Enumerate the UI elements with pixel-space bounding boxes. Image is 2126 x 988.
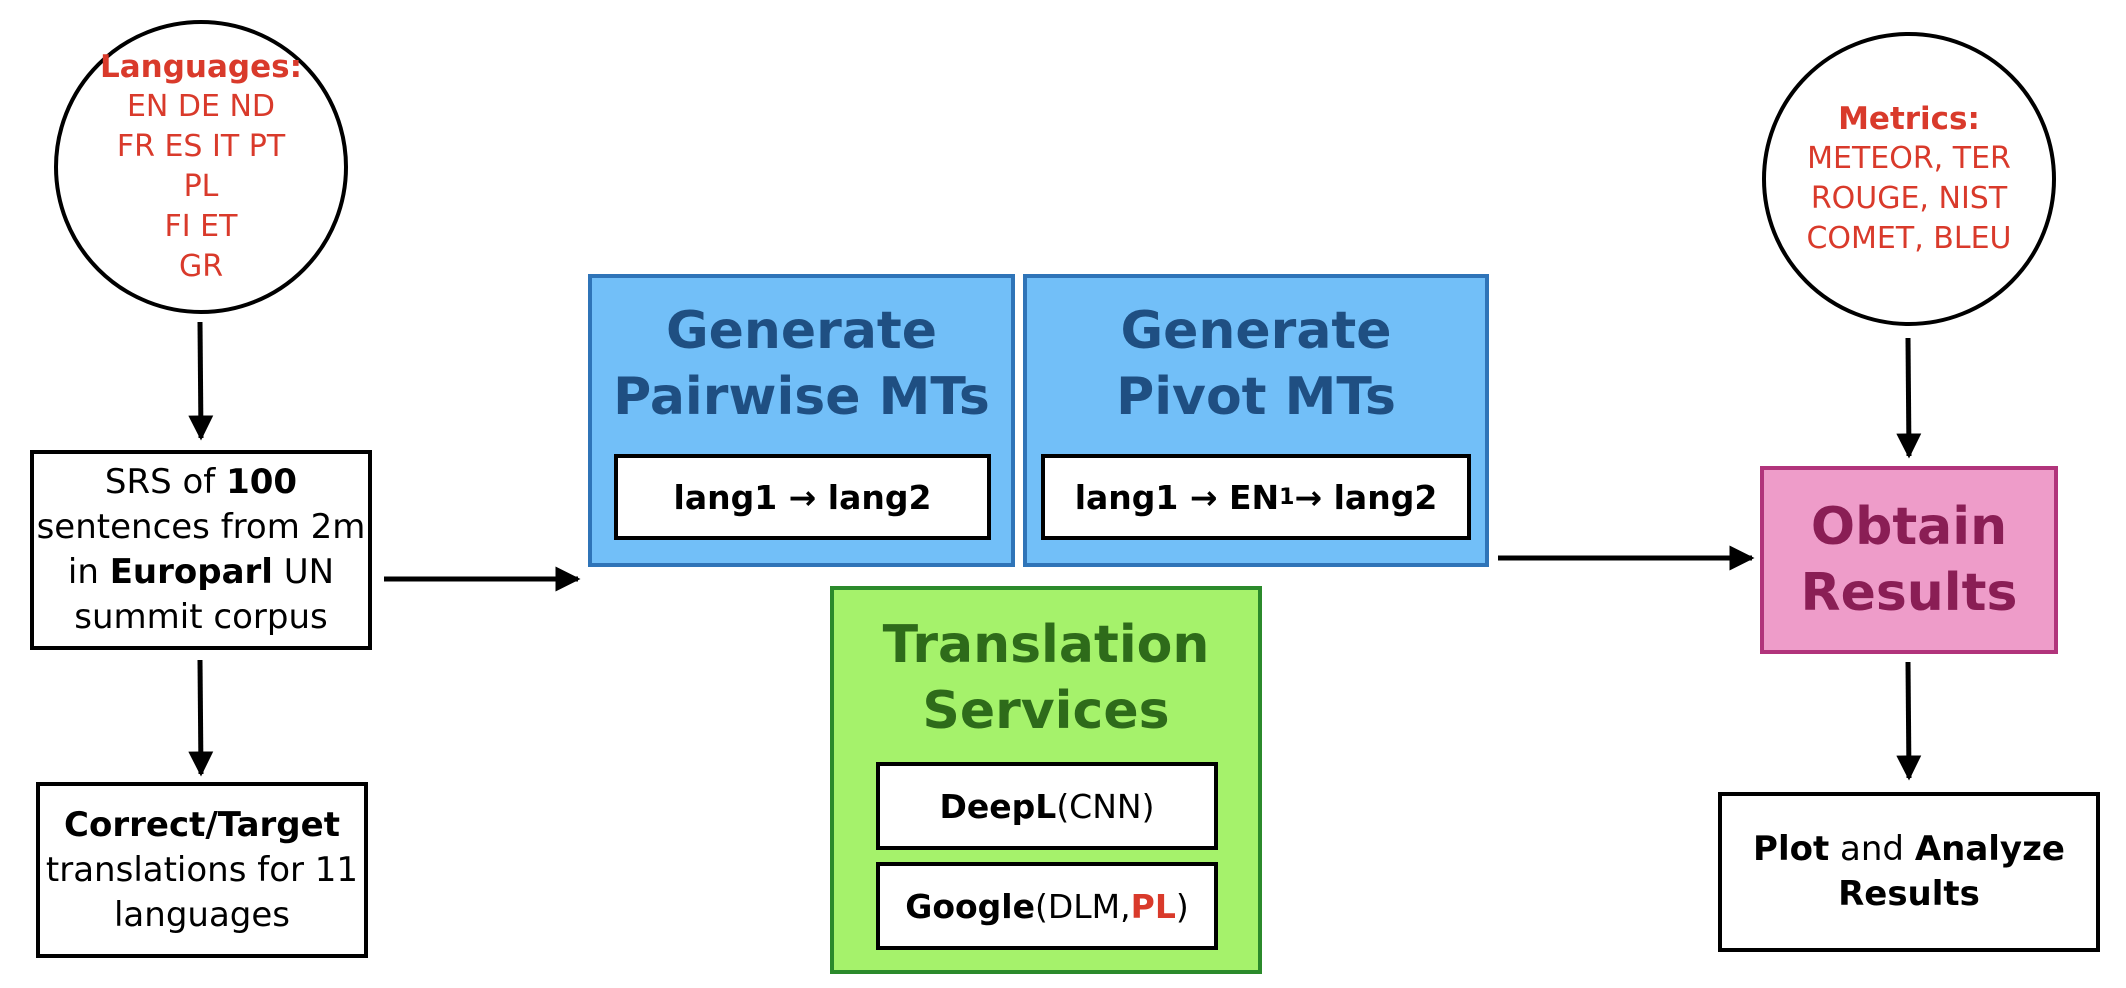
languages-line: GR — [178, 249, 224, 284]
arrow-metrics-to-results — [1896, 337, 1922, 459]
languages-heading: Languages: — [100, 49, 302, 85]
languages-line: FR ES IT PT — [116, 129, 286, 164]
arrow-languages-to-srs — [188, 321, 214, 441]
results-line1: Obtain — [1810, 497, 2008, 557]
pairwise-title-line1: Generate — [665, 301, 938, 361]
srs-corpus-name: Europarl — [109, 552, 273, 592]
deepl-name: DeepL — [939, 786, 1057, 826]
results-line2: Results — [1800, 563, 2018, 623]
generate-pairwise-box: Generate Pairwise MTs lang1 → lang2 — [588, 274, 1015, 567]
correct-target-heading: Correct/Target — [64, 804, 340, 845]
srs-count: 100 — [226, 462, 298, 502]
google-name: Google — [905, 886, 1035, 926]
translation-services-box: Translation Services DeepL (CNN) Google … — [830, 586, 1262, 974]
pivot-title-line1: Generate — [1120, 301, 1392, 361]
pivot-formula-text: → lang2 — [1294, 477, 1438, 517]
metrics-circle: Metrics: METEOR, TER ROUGE, NIST COMET, … — [1762, 32, 2056, 326]
obtain-results-box: Obtain Results — [1760, 466, 2058, 654]
correct-target-line: languages — [113, 894, 290, 935]
pivot-formula-subscript: 1 — [1279, 484, 1295, 510]
correct-target-line: translations for 11 — [45, 849, 359, 890]
metrics-line: METEOR, TER — [1807, 141, 2011, 176]
arrow-srs-to-correct — [188, 659, 214, 777]
srs-text: in — [67, 552, 110, 592]
analyze-word: Analyze — [1914, 829, 2065, 869]
metrics-line: ROUGE, NIST — [1810, 181, 2008, 216]
srs-sample-box: SRS of 100 sentences from 2m in Europarl… — [30, 450, 372, 650]
services-title-line1: Translation — [882, 615, 1210, 675]
correct-target-box: Correct/Target translations for 11 langu… — [36, 782, 368, 958]
pairwise-formula-text: lang1 → lang2 — [673, 477, 932, 517]
pairwise-title-line2: Pairwise MTs — [613, 367, 990, 427]
languages-circle: Languages: EN DE ND FR ES IT PT PL FI ET… — [54, 20, 348, 314]
deepl-detail: (CNN) — [1056, 786, 1155, 826]
srs-line-3: in Europarl UN — [68, 550, 334, 595]
plot-analyze-box: Plot and Analyze Results — [1718, 792, 2100, 952]
languages-line: FI ET — [164, 209, 238, 244]
languages-line: PL — [183, 169, 219, 204]
google-service: Google (DLM, PL) — [876, 862, 1218, 950]
services-title-line2: Services — [922, 681, 1170, 741]
google-detail: (DLM, — [1035, 886, 1131, 926]
srs-text: SRS of — [104, 462, 227, 502]
srs-line-1: SRS of 100 — [105, 460, 297, 505]
pivot-title-line2: Pivot MTs — [1116, 367, 1396, 427]
srs-line-2: sentences from 2m — [36, 507, 366, 547]
metrics-line: COMET, BLEU — [1806, 221, 2012, 256]
plot-line-1: Plot and Analyze — [1753, 827, 2065, 872]
google-detail: ) — [1175, 886, 1189, 926]
plot-word: Plot — [1753, 829, 1830, 869]
pairwise-formula: lang1 → lang2 — [614, 454, 991, 540]
metrics-heading: Metrics: — [1838, 101, 1980, 137]
plot-and: and — [1829, 829, 1915, 869]
pivot-formula-text: lang1 → EN — [1074, 477, 1280, 517]
plot-line-2: Results — [1838, 874, 1980, 914]
google-pl-highlight: PL — [1130, 886, 1176, 926]
srs-line-4: summit corpus — [74, 597, 328, 637]
languages-line: EN DE ND — [126, 89, 276, 124]
arrow-results-to-plot — [1896, 661, 1922, 781]
deepl-service: DeepL (CNN) — [876, 762, 1218, 850]
srs-text: UN — [272, 552, 335, 592]
